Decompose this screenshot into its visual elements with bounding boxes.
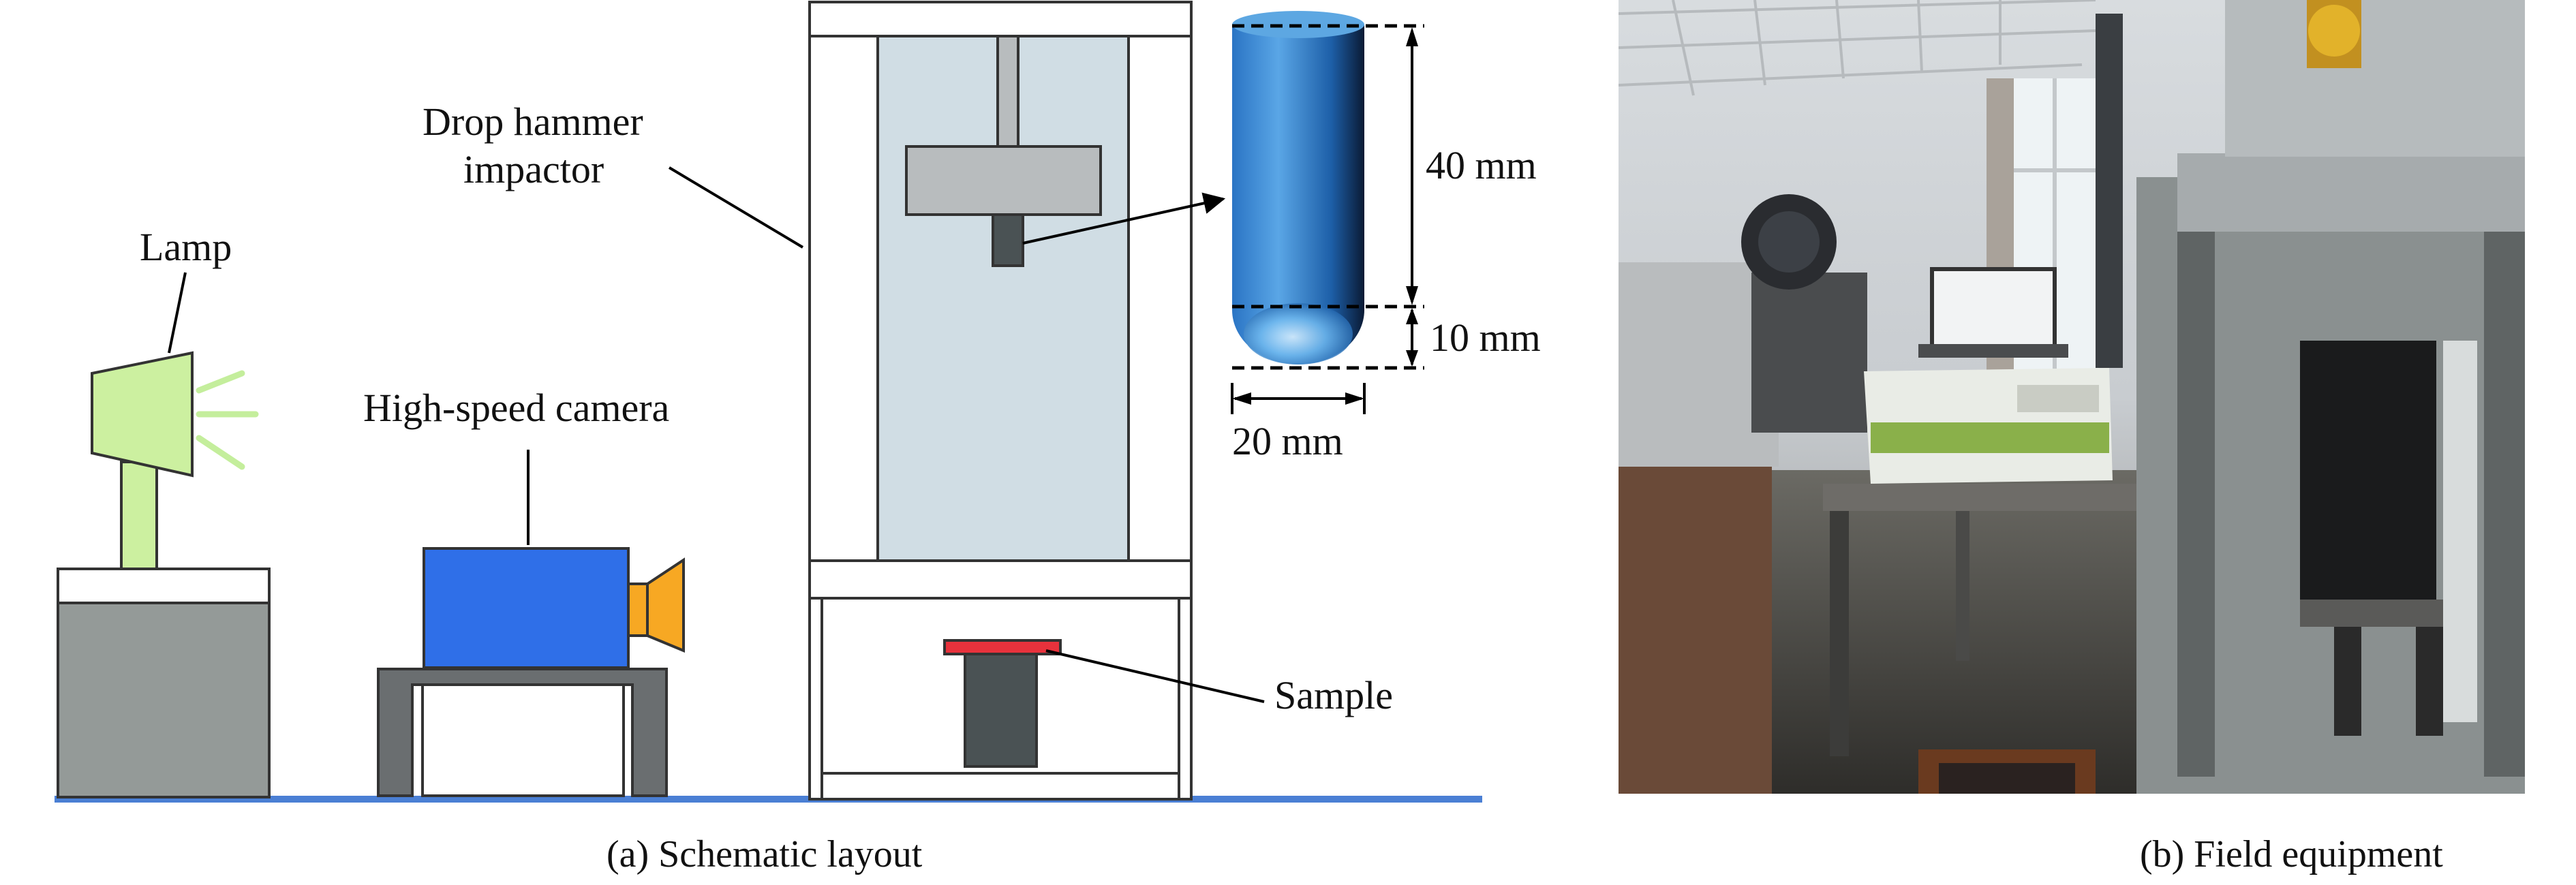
label-lamp: Lamp xyxy=(140,225,232,269)
lamp-base-plate xyxy=(57,568,271,604)
camera-assembly xyxy=(377,450,685,797)
camera-table-inner xyxy=(421,683,625,797)
tip-cylinder xyxy=(1232,25,1364,364)
lamp-head xyxy=(91,351,194,478)
label-camera: High-speed camera xyxy=(363,386,669,430)
field-equipment-photo xyxy=(1619,0,2525,794)
tip-dome-highlight xyxy=(1244,303,1353,364)
label-dim-width: 20 mm xyxy=(1232,419,1343,463)
lamp-assembly xyxy=(57,272,271,798)
hammer-weight xyxy=(905,145,1102,216)
hammer-rod xyxy=(996,35,1019,148)
striker-arrow xyxy=(1022,192,1226,245)
lamp-base-box xyxy=(57,602,271,798)
lamp-post xyxy=(120,461,158,570)
sample-holder xyxy=(964,653,1038,768)
light-rays xyxy=(196,370,259,470)
hammer-striker xyxy=(992,213,1024,267)
frame-mid-beam xyxy=(808,559,1193,600)
laptop xyxy=(1930,267,2057,350)
label-impactor-line2: impactor xyxy=(463,147,604,191)
lamp-leader xyxy=(168,272,187,354)
drop-hammer-frame xyxy=(668,1,1265,801)
sample xyxy=(943,639,1062,655)
sample-leader xyxy=(1045,649,1265,703)
camera-lens xyxy=(646,557,685,653)
caption-schematic: (a) Schematic layout xyxy=(607,833,923,875)
caption-field-equipment: (b) Field equipment xyxy=(2140,833,2443,875)
label-dim-tip: 10 mm xyxy=(1430,315,1541,360)
camera-body xyxy=(423,547,630,669)
camera-table xyxy=(377,668,668,797)
camera-lens-mount xyxy=(627,583,649,637)
label-impactor-line1: Drop hammer xyxy=(423,99,643,144)
impactor-leader xyxy=(668,166,804,249)
frame-top-beam xyxy=(808,1,1193,37)
label-sample: Sample xyxy=(1274,673,1393,717)
label-dim-height: 40 mm xyxy=(1426,143,1537,187)
schematic-layout-diagram: Lamp High-speed camera Drop hammer impac… xyxy=(55,1,1541,803)
impactor-tip-detail xyxy=(1231,11,1424,414)
